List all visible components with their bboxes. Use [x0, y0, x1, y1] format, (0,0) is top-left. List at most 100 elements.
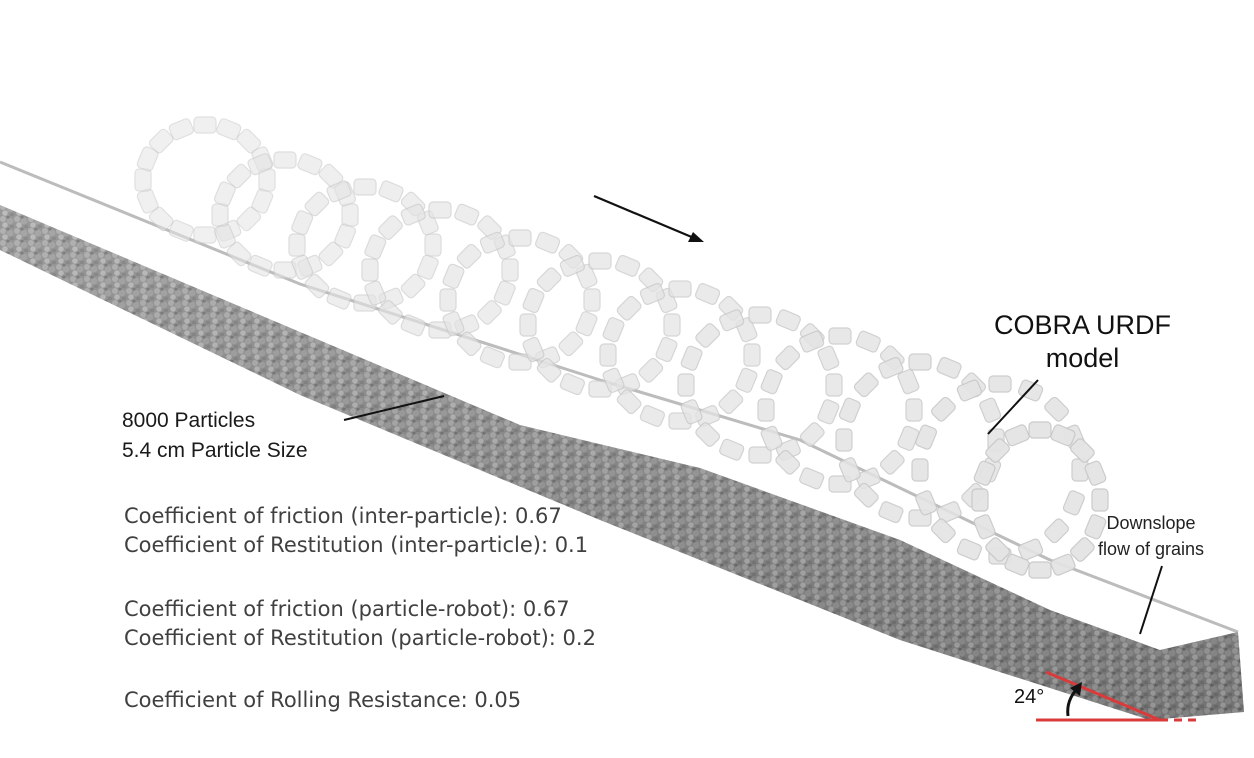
robot-module [1028, 561, 1052, 579]
robot-module [508, 353, 532, 371]
robot-module [575, 311, 598, 337]
robot-module [1070, 438, 1095, 463]
robot-module [400, 273, 426, 299]
robot-module [479, 346, 505, 369]
robot-module [508, 229, 532, 247]
robot-module [226, 241, 252, 267]
robot-module [878, 356, 904, 379]
robot-module [297, 153, 323, 176]
robot-module [211, 203, 229, 227]
robot-module [236, 206, 262, 232]
robot-module [193, 116, 217, 134]
cobra-robot-snapshots [134, 116, 1109, 579]
robot-module [291, 210, 314, 236]
robot-module [378, 300, 403, 325]
robot-module [456, 243, 482, 269]
robot-module [828, 327, 852, 345]
robot-module [442, 311, 465, 337]
robot-module [936, 501, 962, 524]
robot-module [442, 263, 465, 289]
robot-module [615, 254, 641, 277]
parameter-line: Coefficient of friction (particle-robot)… [124, 597, 570, 621]
robot-module [1050, 424, 1076, 447]
robot-module [616, 389, 642, 415]
robot-module [799, 422, 825, 447]
robot-module [817, 345, 840, 371]
robot-module [911, 458, 929, 482]
robot-module [134, 168, 152, 192]
model-label-line1: COBRA URDF [994, 310, 1172, 340]
robot-module [757, 398, 775, 422]
robot-module [905, 398, 923, 422]
robot-module [519, 313, 537, 337]
robot-module [1018, 538, 1044, 561]
robot-module [878, 501, 904, 524]
robot-module [378, 180, 404, 203]
robot-module [288, 233, 306, 257]
robot-module [1004, 424, 1030, 447]
robot-module [251, 188, 274, 214]
rolling-resistance-parameter: Coefficient of Rolling Resistance: 0.05 [124, 686, 521, 715]
robot-module [835, 428, 853, 452]
robot-module [985, 537, 1010, 562]
robot-module [522, 287, 545, 314]
robot-module [588, 252, 612, 270]
robot-module [1004, 553, 1030, 576]
robot-module [559, 254, 585, 277]
parameter-line: Coefficient of Rolling Resistance: 0.05 [124, 688, 522, 712]
slope-angle-marker [1036, 670, 1196, 722]
robot-module [897, 369, 920, 395]
robot-module [334, 223, 357, 249]
robot-module [326, 287, 352, 310]
robot-module [304, 191, 330, 217]
robot-module [136, 146, 159, 172]
robot-module [247, 153, 273, 176]
robot-module [558, 331, 584, 357]
robot-module [853, 482, 879, 508]
robot-module [936, 356, 962, 379]
robot-module [226, 163, 252, 189]
robot-module [799, 467, 825, 490]
robot-module [638, 357, 664, 383]
robot-module [677, 373, 695, 397]
robot-module [695, 422, 721, 447]
robot-module [602, 317, 625, 343]
robot-module [583, 288, 601, 312]
robot-module [493, 280, 516, 306]
inter-particle-parameters: Coefficient of friction (inter-particle)… [124, 502, 588, 560]
robot-module [341, 203, 359, 227]
particle-robot-parameters: Coefficient of friction (particle-robot)… [124, 595, 596, 653]
robot-module [216, 118, 242, 141]
robot-module [247, 254, 273, 277]
robot-module [855, 330, 881, 353]
robot-module [817, 399, 840, 425]
robot-module [735, 367, 758, 393]
robot-module [1044, 396, 1069, 422]
robot-module [760, 425, 783, 451]
particle-size-text: 5.4 cm Particle Size [122, 439, 308, 462]
flow-label-line2: flow of grains [1098, 539, 1205, 559]
robot-module [602, 367, 625, 393]
slope-angle-label: 24° [1014, 686, 1045, 708]
robot-module [536, 267, 562, 293]
robot-module [799, 330, 825, 353]
robot-module [477, 300, 502, 325]
robot-module [193, 226, 217, 244]
robot-module [1028, 421, 1052, 439]
robot-module [985, 438, 1010, 463]
robot-module [718, 389, 744, 415]
robot-module [775, 449, 801, 475]
robot-module [853, 372, 879, 398]
robot-module [456, 331, 482, 357]
parameter-line: Coefficient of Restitution (inter-partic… [124, 533, 589, 557]
robot-module [743, 343, 761, 367]
robot-module [559, 373, 585, 396]
robot-module [639, 283, 665, 305]
robot-module [719, 309, 745, 332]
robot-module [1070, 537, 1095, 562]
robot-module [168, 219, 194, 242]
particle-leader-line [343, 395, 445, 421]
robot-module [400, 314, 426, 337]
robot-module [748, 306, 772, 324]
